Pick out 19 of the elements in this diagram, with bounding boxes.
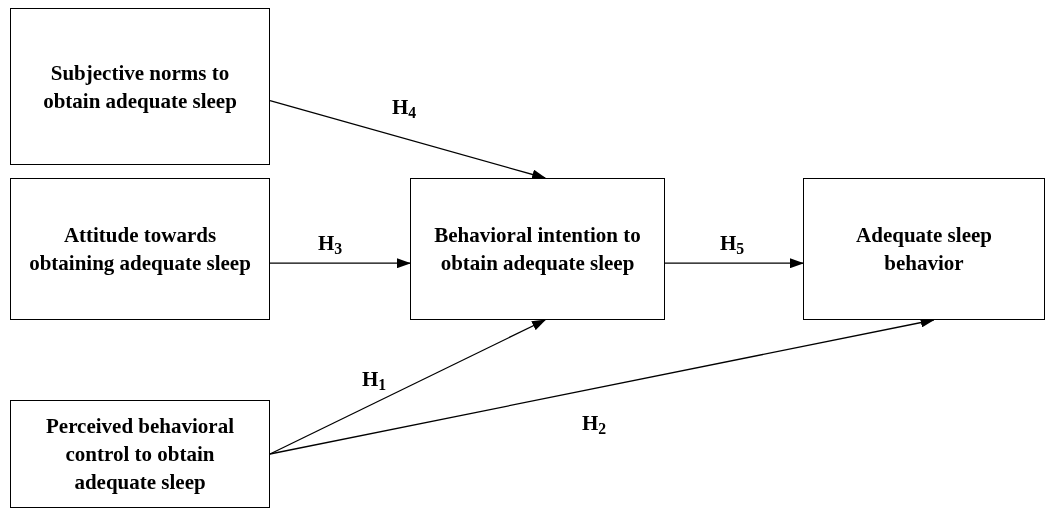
hypothesis-label: H$_{3}$ <box>318 230 343 256</box>
construct-box <box>10 8 270 165</box>
hypothesis-label: H$_{4}$ <box>392 94 417 120</box>
construct-label: Behavioral intention to obtain adequate sleep <box>433 222 642 277</box>
arrow <box>664 258 804 269</box>
construct-label: Adequate sleep behavior <box>855 222 993 277</box>
construct-label: Subjective norms to obtain adequate sleep <box>42 59 238 115</box>
hypothesis-label: H$_{2}$ <box>582 410 607 436</box>
arrow <box>269 319 547 455</box>
construct-box <box>10 178 270 320</box>
construct-label: Attitude towards obtaining adequate sleep <box>28 222 252 277</box>
construct-box <box>410 178 665 320</box>
arrow <box>269 99 547 180</box>
hypothesis-label: H$_{1}$ <box>362 366 387 392</box>
hypothesis-label: H$_{5}$ <box>720 230 745 256</box>
construct-box <box>10 400 270 508</box>
construct-label: Perceived behavioral control to obtain adequate sleep <box>45 413 235 496</box>
arrow <box>269 258 411 269</box>
construct-box <box>803 178 1045 320</box>
